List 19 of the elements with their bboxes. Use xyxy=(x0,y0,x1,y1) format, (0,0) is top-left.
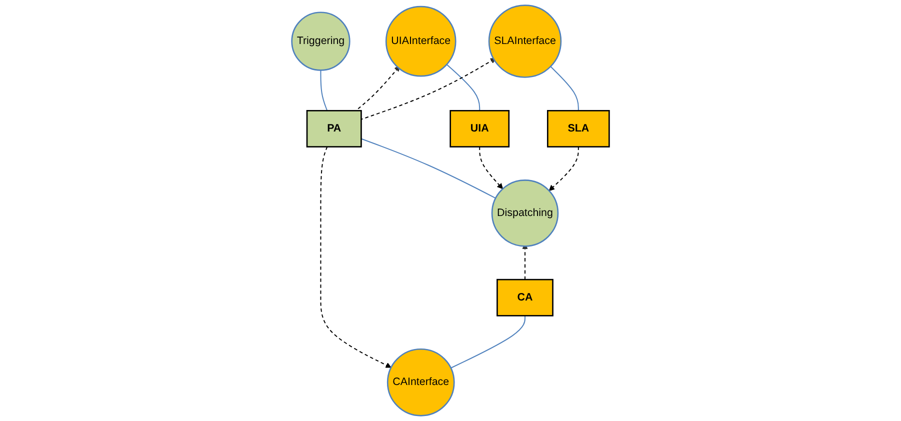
connector xyxy=(446,64,480,111)
connector xyxy=(320,70,328,111)
node-box: CA xyxy=(496,278,554,316)
arrow xyxy=(361,58,496,120)
node-box: UIA xyxy=(450,110,510,148)
connector xyxy=(361,138,496,199)
node-circle: SLAInterface xyxy=(488,4,562,78)
node-circle: UIAInterface xyxy=(385,6,456,77)
arrow xyxy=(548,146,579,191)
connector xyxy=(450,316,526,368)
node-box: SLA xyxy=(546,110,610,148)
connector xyxy=(550,66,579,111)
node-circle: Dispatching xyxy=(491,180,559,247)
node-circle: Triggering xyxy=(291,12,350,71)
arrow xyxy=(320,146,392,368)
arrow xyxy=(356,66,400,112)
arrow xyxy=(479,146,504,190)
node-box: PA xyxy=(306,110,362,148)
node-circle: CAInterface xyxy=(386,348,455,416)
